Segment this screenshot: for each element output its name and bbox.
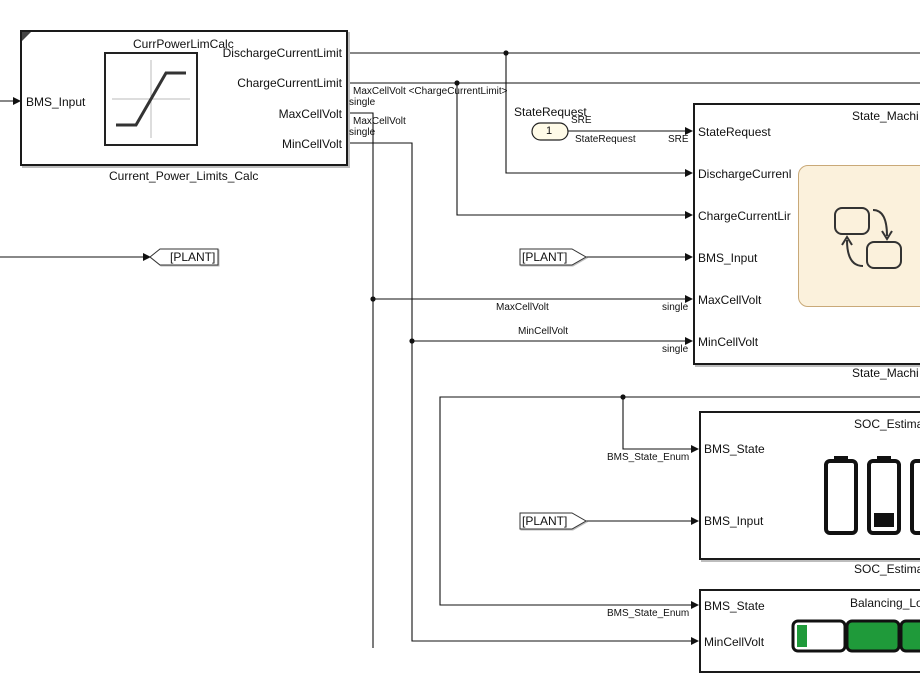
port-label: BMS_Input: [704, 514, 764, 528]
goto-tag-left[interactable]: [149, 248, 219, 266]
wire-charge-to-sm[interactable]: [456, 83, 693, 219]
block-title: SOC_Estima: [854, 417, 920, 431]
port-label: BMS_State: [704, 599, 765, 613]
block-caption: Current_Power_Limits_Calc: [109, 169, 259, 183]
block-title: Balancing_Lo: [850, 596, 920, 610]
block-caption: State_Machi: [852, 366, 919, 380]
from-tag-1[interactable]: [519, 248, 588, 266]
port-label: MaxCellVolt: [698, 293, 762, 307]
state-machine-block[interactable]: [693, 103, 920, 365]
junction-dot: [409, 338, 415, 344]
signal-label: BMS_State_Enum: [607, 608, 690, 619]
junction-dot: [503, 50, 509, 56]
from-tag-2[interactable]: [519, 512, 588, 530]
from-tag-label: [PLANT]: [522, 250, 568, 264]
constant-value: 1: [546, 125, 553, 137]
signal-label: single: [662, 302, 689, 313]
cell-balancing-icon: [791, 619, 920, 653]
current-power-limits-block[interactable]: [20, 30, 348, 166]
signal-label: MaxCellVolt <ChargeCurrentLimit>: [353, 86, 508, 97]
soc-estimation-block[interactable]: [699, 411, 920, 560]
signal-label: MaxCellVolt: [353, 116, 406, 127]
junction-dot: [454, 80, 460, 86]
stateflow-chart-icon: [798, 165, 920, 307]
corner-marker-icon: [22, 32, 31, 41]
wire-bms-state-loop[interactable]: [439, 396, 920, 609]
block-title: State_Machi: [852, 109, 919, 123]
port-label: MinCellVolt: [281, 137, 342, 151]
signal-label: single: [349, 127, 376, 138]
signal-label: SRE: [571, 115, 592, 126]
saturation-plot-icon: [104, 52, 198, 146]
battery-levels-icon: [824, 456, 920, 535]
wire-discharge-to-sm[interactable]: [505, 53, 693, 177]
from-tag-label: [PLANT]: [522, 514, 568, 528]
port-label: BMS_State: [704, 442, 765, 456]
port-label: StateRequest: [698, 125, 771, 139]
signal-label: MinCellVolt: [518, 326, 569, 337]
block-caption: SOC_Estima: [854, 562, 920, 576]
wire-maxcell-out[interactable]: [347, 112, 374, 648]
state-request-block-name: StateRequest: [514, 105, 587, 119]
wire-bms-state-to-soc[interactable]: [622, 397, 699, 453]
port-label: ChargeCurrentLimit: [237, 76, 342, 90]
port-label: MinCellVolt: [704, 635, 765, 649]
wire-mincell-out[interactable]: [347, 142, 699, 645]
port-label: BMS_Input: [698, 251, 758, 265]
signal-label: MaxCellVolt: [496, 302, 549, 313]
goto-tag-label: [PLANT]: [170, 250, 216, 264]
junction-dot: [370, 296, 376, 302]
block-title: CurrPowerLimCalc: [133, 37, 234, 51]
constant-block[interactable]: [531, 122, 569, 141]
port-label: MaxCellVolt: [278, 107, 342, 121]
signal-label: BMS_State_Enum: [607, 452, 690, 463]
signal-label: single: [349, 97, 376, 108]
diagram-canvas: [0, 50, 920, 648]
signal-label: single: [662, 344, 689, 355]
port-label: DischargeCurrenl: [698, 167, 792, 181]
port-label: DischargeCurrentLimit: [222, 46, 342, 60]
signal-label: SRE: [668, 134, 689, 145]
port-label: BMS_Input: [26, 95, 86, 109]
signal-label: StateRequest: [575, 134, 636, 145]
port-label: ChargeCurrentLir: [698, 209, 791, 223]
junction-dot: [620, 394, 626, 400]
port-label: MinCellVolt: [698, 335, 759, 349]
